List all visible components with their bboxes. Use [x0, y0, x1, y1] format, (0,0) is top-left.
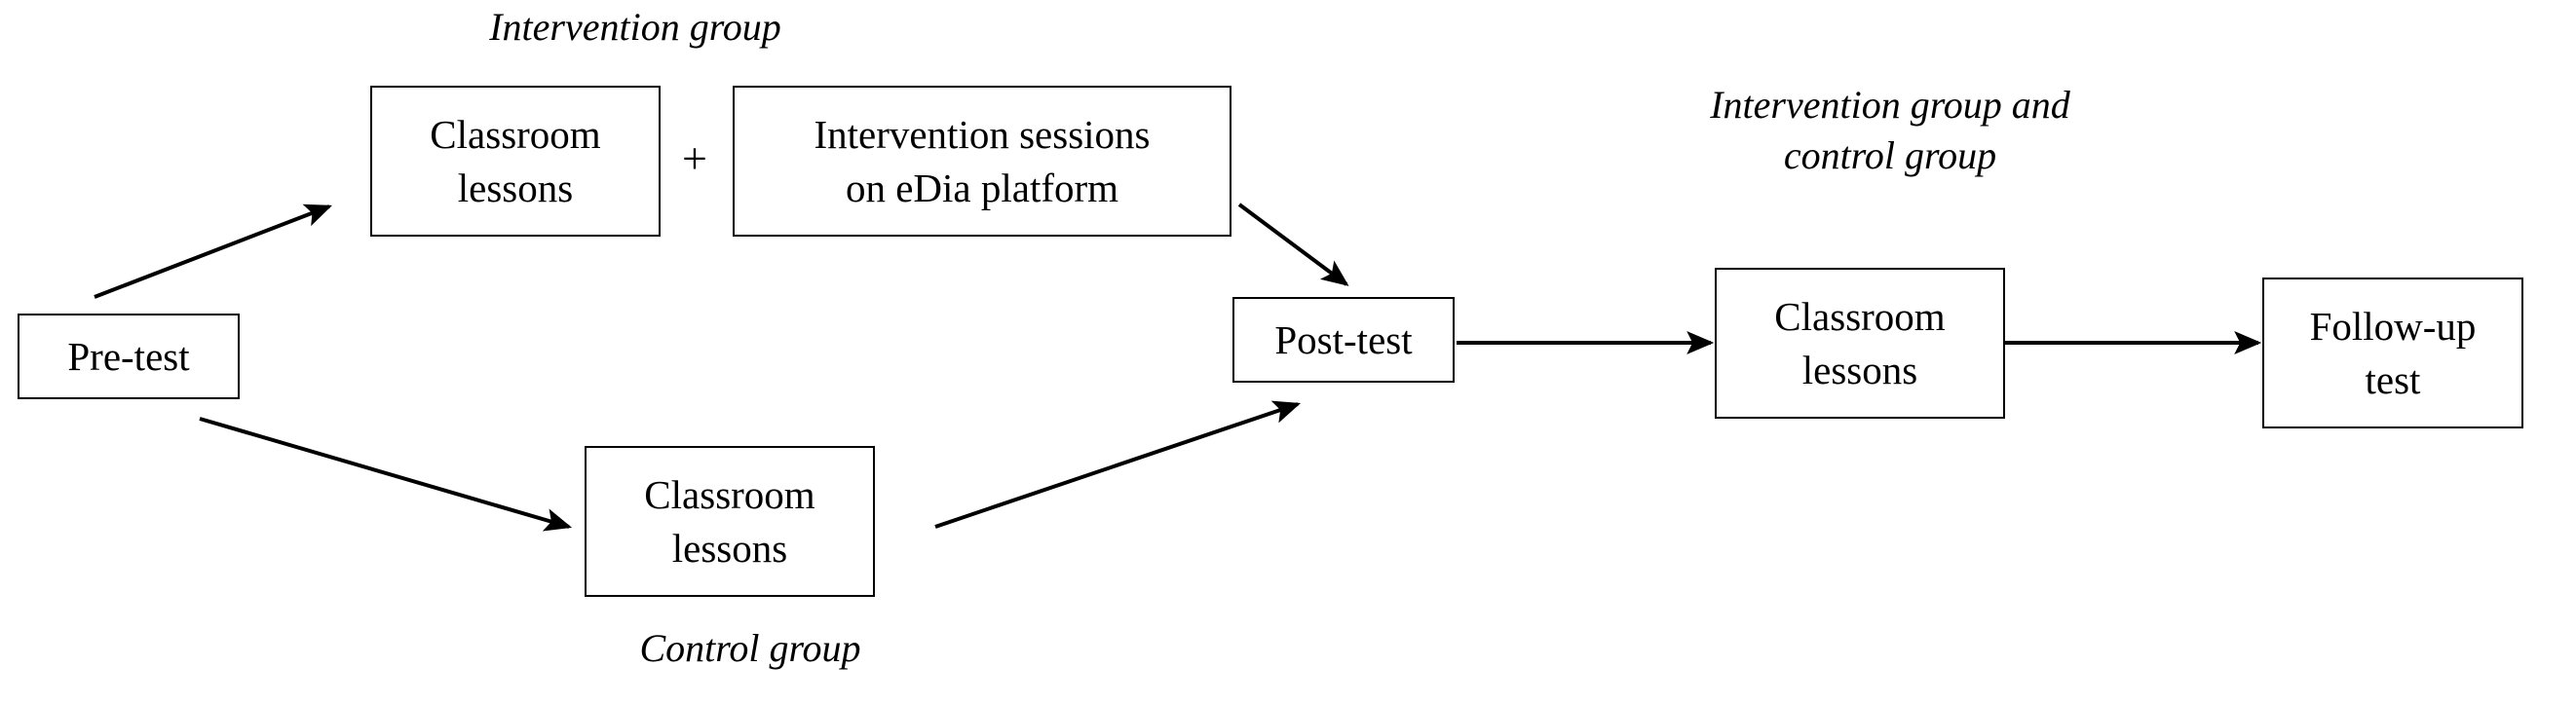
node-label-intervention-sessions: Intervention sessions on eDia platform — [814, 112, 1151, 210]
label-intervention-and-control-group-label: Intervention group and control group — [1710, 83, 2070, 177]
label-intervention-group-label: Intervention group — [489, 5, 781, 49]
node-intervention-sessions[interactable]: Intervention sessions on eDia platform — [733, 86, 1231, 237]
edge-pre-test-to-control-lessons — [199, 417, 573, 532]
node-label-follow-up-test: Follow-up test — [2309, 304, 2477, 402]
node-label-classroom-lessons-both: Classroom lessons — [1774, 294, 1946, 392]
node-label-classroom-lessons-intervention: Classroom lessons — [430, 112, 601, 210]
node-classroom-lessons-intervention[interactable]: Classroom lessons — [370, 86, 661, 237]
label-control-group-label: Control group — [639, 626, 861, 670]
node-post-test[interactable]: Post-test — [1232, 297, 1455, 383]
node-pre-test[interactable]: Pre-test — [18, 314, 240, 399]
edge-control-lessons-to-post-test — [934, 400, 1302, 529]
node-follow-up-test[interactable]: Follow-up test — [2262, 278, 2523, 428]
node-classroom-lessons-control[interactable]: Classroom lessons — [585, 446, 875, 597]
node-label-post-test: Post-test — [1274, 316, 1413, 362]
node-classroom-lessons-both[interactable]: Classroom lessons — [1715, 268, 2005, 419]
edge-intervention-sessions-to-post-test — [1237, 203, 1349, 286]
edge-pre-test-to-intervention-lessons — [94, 204, 332, 299]
node-label-pre-test: Pre-test — [67, 333, 190, 379]
plus-operator: + — [682, 133, 707, 183]
node-label-classroom-lessons-control: Classroom lessons — [644, 472, 815, 571]
